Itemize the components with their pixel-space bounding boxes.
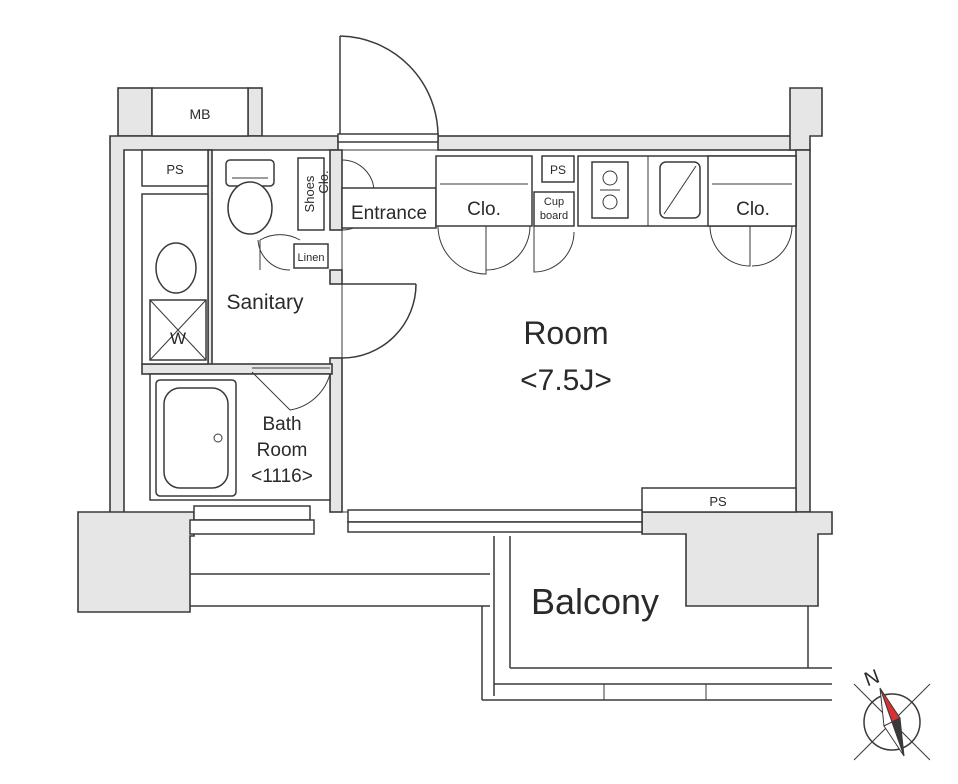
toilet-icon <box>225 159 275 235</box>
closet-left-label: Clo. <box>467 199 501 220</box>
ps-kitchen-label: PS <box>550 163 566 177</box>
mb-label: MB <box>190 106 211 122</box>
wall-pillar-left <box>77 511 195 613</box>
wall-partition <box>141 363 333 375</box>
wall-partition <box>329 149 343 231</box>
sanitary-label: Sanitary <box>226 291 304 314</box>
ps-box <box>141 149 209 187</box>
entrance-floor <box>341 187 437 229</box>
washer-label: W <box>170 329 186 348</box>
mb-box <box>151 87 249 137</box>
cupboard-label-1: Cup <box>544 196 564 208</box>
closet-right-label: Clo. <box>736 199 770 220</box>
wall-partition <box>329 269 343 285</box>
shoes-closet-swing <box>341 159 375 193</box>
door-swing <box>259 234 301 241</box>
shoes-closet-label-1: Shoes <box>302 175 317 212</box>
cupboard <box>533 191 575 227</box>
room-size-label: <7.5J> <box>520 364 612 397</box>
wall-pillar-right <box>641 511 833 607</box>
compass-north-label: N <box>861 666 882 692</box>
compass-icon <box>853 683 931 761</box>
wall-partition <box>329 357 343 513</box>
ps-room-label: PS <box>709 494 727 509</box>
bath-label-1: Bath <box>262 414 301 435</box>
bathroom <box>149 367 331 501</box>
wall-block <box>117 87 153 137</box>
windows <box>189 505 643 535</box>
sink-icon <box>659 161 701 219</box>
ps-kitchen-box <box>541 155 575 183</box>
wall-top <box>437 135 799 151</box>
cupboard-label-2: board <box>540 210 568 222</box>
linen-closet <box>293 243 329 269</box>
wall-column <box>789 87 823 151</box>
ps-room-box <box>641 487 797 513</box>
shoes-closet-label-2: Clo. <box>316 170 331 193</box>
bath-label-2: Room <box>257 440 308 461</box>
room-door <box>341 283 417 359</box>
washer-icon <box>149 299 207 361</box>
balcony-label: Balcony <box>531 581 659 622</box>
stove-icon <box>591 161 629 219</box>
washbasin-icon <box>155 242 197 294</box>
entrance-door <box>337 35 439 143</box>
bath-label-3: <1116> <box>251 466 313 487</box>
room-label: Room <box>523 315 608 351</box>
sanitary-area: W Sanitary <box>141 159 304 365</box>
balcony <box>190 536 832 701</box>
ps-left-label: PS <box>166 162 184 177</box>
wall-block <box>247 87 263 137</box>
wall-right <box>795 149 811 513</box>
entrance-label: Entrance <box>351 203 427 224</box>
shoes-closet <box>297 157 325 231</box>
bathtub-icon <box>155 379 237 497</box>
linen-label: Linen <box>298 252 325 264</box>
closet-left <box>435 155 533 275</box>
